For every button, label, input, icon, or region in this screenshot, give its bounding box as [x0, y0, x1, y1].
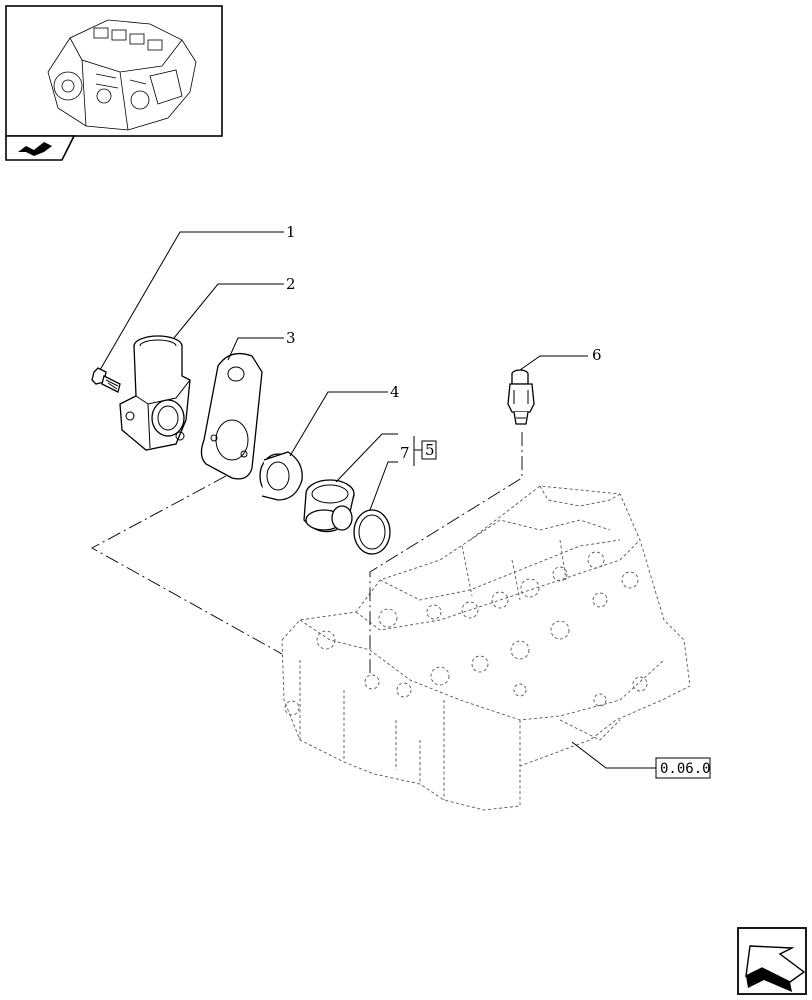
callout-5: 5 [425, 441, 435, 459]
leader-lines [99, 231, 656, 769]
next-page-arrow-icon[interactable] [737, 927, 807, 995]
callout-2: 2 [286, 275, 296, 293]
callout-7: 7 [400, 444, 410, 462]
temperature-sensor-part [507, 369, 535, 425]
thermostat-housing-part [119, 335, 191, 451]
callout-6: 6 [592, 346, 602, 364]
gasket-part [200, 352, 263, 480]
o-ring-part [353, 509, 391, 555]
engine-thumbnail-icon[interactable] [5, 5, 223, 137]
callout-5-box[interactable]: 5 [421, 440, 437, 460]
reference-box[interactable]: 0.06.0 [655, 757, 711, 779]
thermostat-part [303, 479, 355, 533]
cylinder-head-ghost [281, 485, 691, 811]
engine-section-tab-icon[interactable] [5, 135, 76, 161]
callout-4: 4 [390, 383, 400, 401]
callout-1: 1 [286, 223, 296, 241]
bolt-part [91, 367, 121, 393]
callout-3: 3 [286, 329, 296, 347]
assembly-lines [91, 432, 523, 676]
reference-label: 0.06.0 [660, 761, 711, 777]
seal-cup-part [259, 451, 303, 501]
